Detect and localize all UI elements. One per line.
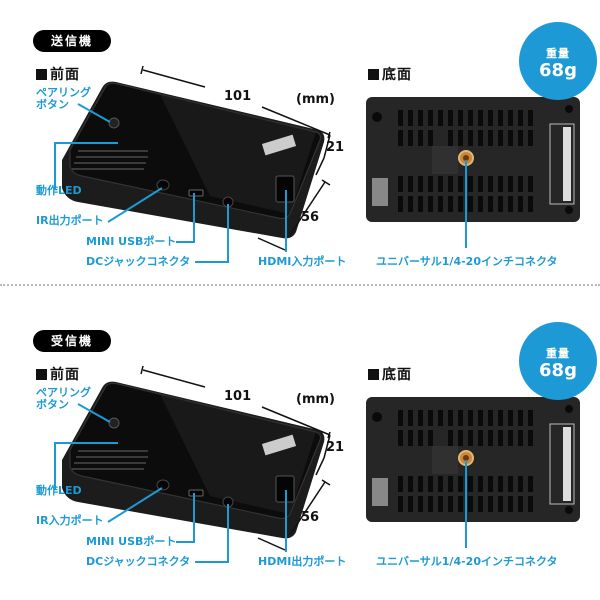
callout-pairing-line2: ボタン <box>36 98 69 111</box>
dimension-unit: (mm) <box>296 92 335 107</box>
section-divider <box>0 284 600 286</box>
callout-pairing-line2: ボタン <box>36 398 69 411</box>
square-bullet-icon <box>368 368 379 380</box>
callout-ir-port: IR出力ポート <box>36 214 104 227</box>
bottom-heading-text: 底面 <box>382 367 412 383</box>
dimension-width: 56 <box>301 210 320 225</box>
dimension-height: 21 <box>326 140 345 155</box>
transmitter-title-pill: 送信機 <box>33 30 111 52</box>
front-heading-text: 前面 <box>50 67 80 83</box>
callout-dc-jack: DCジャックコネクタ <box>86 255 191 268</box>
dimension-height: 21 <box>326 440 345 455</box>
dimension-length: 101 <box>224 389 252 404</box>
callout-hdmi: HDMI入力ポート <box>258 255 347 268</box>
transmitter-section: 送信機 前面 底面 <box>33 22 597 268</box>
front-heading: 前面 <box>36 64 80 84</box>
callout-mini-usb: MINI USBポート <box>86 235 177 248</box>
receiver-section: 受信機 前面 底面 <box>0 292 600 592</box>
callout-universal-connector: ユニバーサル1/4-20インチコネクタ <box>376 255 558 268</box>
callout-dc-jack: DCジャックコネクタ <box>86 555 191 568</box>
dimension-unit: (mm) <box>296 392 335 407</box>
callout-status-led: 動作LED <box>36 184 82 197</box>
dimension-width: 56 <box>301 510 320 525</box>
callout-pairing-line1: ペアリング <box>36 386 91 399</box>
weight-value: 68g <box>539 60 577 81</box>
callout-pairing-button: ペアリング ボタン <box>36 387 91 411</box>
callout-universal-connector: ユニバーサル1/4-20インチコネクタ <box>376 555 558 568</box>
weight-badge: 重量 68g <box>519 322 597 400</box>
bottom-heading: 底面 <box>368 364 412 384</box>
square-bullet-icon <box>368 68 379 80</box>
weight-label: 重量 <box>546 347 570 360</box>
weight-label: 重量 <box>546 47 570 60</box>
callout-hdmi: HDMI出力ポート <box>258 555 347 568</box>
front-heading: 前面 <box>36 364 80 384</box>
bottom-heading: 底面 <box>368 64 412 84</box>
weight-badge: 重量 68g <box>519 22 597 100</box>
callout-mini-usb: MINI USBポート <box>86 535 177 548</box>
callout-status-led: 動作LED <box>36 484 82 497</box>
weight-value: 68g <box>539 360 577 381</box>
callout-pairing-line1: ペアリング <box>36 86 91 99</box>
callout-ir-port: IR入力ポート <box>36 514 104 527</box>
dimension-length: 101 <box>224 89 252 104</box>
receiver-title-pill: 受信機 <box>33 330 111 352</box>
callout-pairing-button: ペアリング ボタン <box>36 87 91 111</box>
bottom-heading-text: 底面 <box>382 67 412 83</box>
square-bullet-icon <box>36 68 47 80</box>
square-bullet-icon <box>36 368 47 380</box>
front-heading-text: 前面 <box>50 367 80 383</box>
